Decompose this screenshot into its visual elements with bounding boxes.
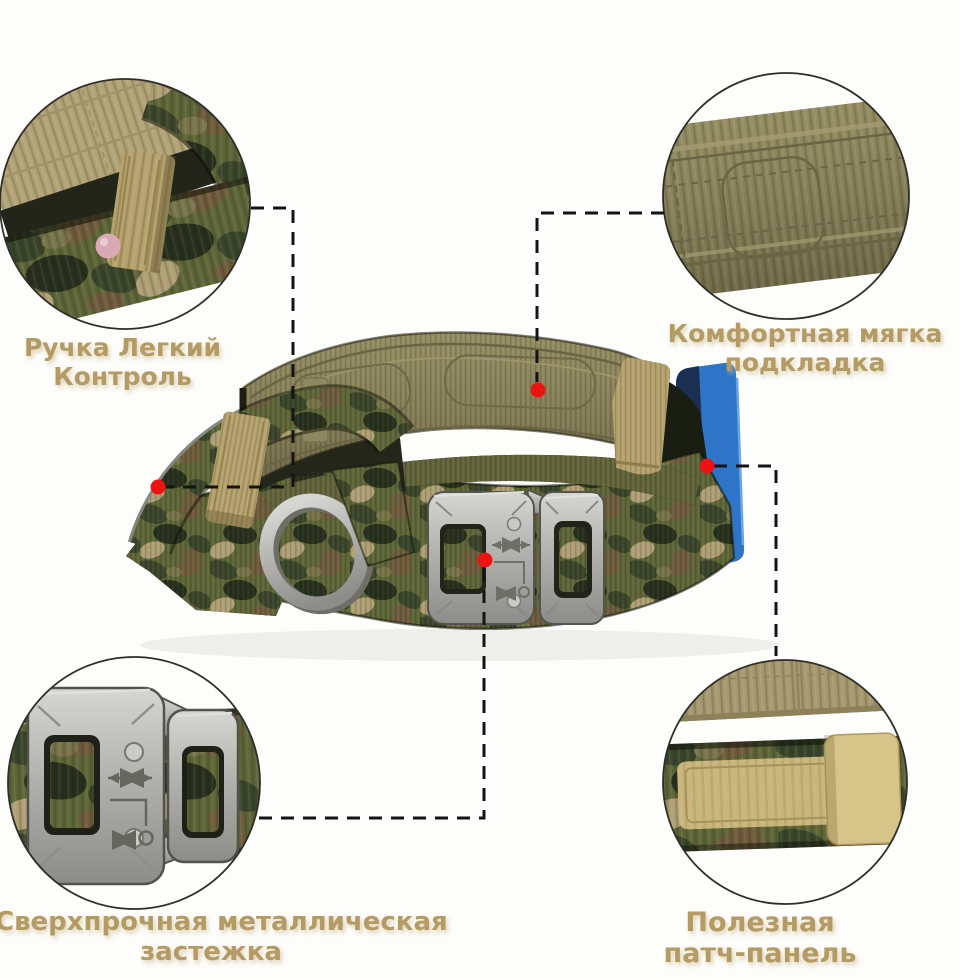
d-ring [259, 461, 415, 615]
buckle-female [539, 491, 605, 625]
annotations [166, 206, 778, 820]
label-patch-line1: Полезная [685, 907, 835, 938]
handle-velcro-wrap [204, 411, 271, 530]
buckle-male [427, 488, 558, 625]
handle-loop [126, 384, 396, 616]
collar-shadow [140, 629, 780, 661]
feature-marker-buckle [477, 552, 493, 568]
patch-zoom-velcro-fold [823, 732, 903, 846]
label-buckle-line2: застежка [140, 937, 282, 968]
connector-buckle [257, 568, 486, 820]
label-handle-line1: Ручка Легкий [23, 333, 222, 362]
label-buckle-line1: Сверхпрочная металлическая [0, 907, 448, 937]
label-patch: Полезная патч-панель [630, 907, 890, 970]
callout-circle-lining [662, 72, 910, 320]
callout-circle-buckle [7, 656, 261, 910]
handle-zoom-velcro [107, 149, 177, 274]
lining-zoom-pad [663, 97, 909, 298]
velcro-keeper [612, 357, 671, 475]
connector-handle [166, 206, 295, 489]
pink-bead [95, 233, 121, 259]
label-lining: Комфортная мягка подкладка [655, 319, 955, 377]
feature-marker-handle [150, 479, 166, 495]
label-handle-line2: Контроль [53, 362, 192, 391]
feature-marker-lining [530, 382, 546, 398]
connector-patch [714, 464, 778, 656]
label-lining-line2: подкладка [724, 348, 886, 377]
label-handle: Ручка Легкий Контроль [10, 333, 235, 391]
buckle-engraving [492, 537, 530, 601]
label-patch-line2: патч-панель [663, 938, 857, 970]
label-buckle: Сверхпрочная металлическая застежка [0, 907, 448, 968]
buckle-zoom-female [166, 708, 240, 864]
patch-zoom-top-band [663, 660, 907, 724]
callout-circle-patch [662, 659, 908, 905]
callout-circle-handle [0, 78, 251, 330]
feature-markers [150, 382, 715, 568]
label-lining-line1: Комфортная мягка [667, 319, 943, 348]
collar-illustration [126, 331, 780, 661]
feature-marker-patch [699, 458, 715, 474]
